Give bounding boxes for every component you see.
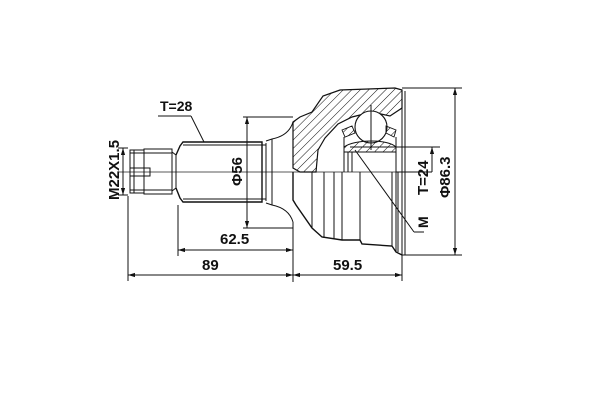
- marker-m: M: [354, 149, 431, 233]
- spline-label-t28: T=28: [158, 98, 205, 143]
- phi86-label: Φ86.3: [437, 156, 454, 198]
- threaded-end: [129, 148, 177, 195]
- dim-62-5-label: 62.5: [220, 231, 249, 248]
- housing-section: [292, 87, 406, 255]
- thread-dimension: M22X1.5: [106, 140, 128, 200]
- dim-59-5: 59.5: [293, 255, 403, 281]
- thread-label: M22X1.5: [106, 140, 123, 200]
- shaft-body: [175, 121, 294, 223]
- m-label: M: [415, 216, 431, 228]
- phi56-label: Φ56: [229, 157, 246, 186]
- dim-62-5: 62.5: [177, 205, 294, 282]
- housing-outline: [292, 172, 403, 256]
- t24-label: T=24: [415, 160, 432, 195]
- dim-89-label: 89: [202, 257, 219, 274]
- dim-59-5-label: 59.5: [333, 257, 362, 274]
- inner-spline-dimension: T=24: [350, 146, 440, 195]
- outer-diameter-dimension: Φ86.3: [402, 87, 462, 256]
- shaft-diameter-dimension: Φ56: [229, 116, 293, 229]
- t28-label: T=28: [160, 98, 193, 114]
- dim-89: 89: [127, 196, 293, 281]
